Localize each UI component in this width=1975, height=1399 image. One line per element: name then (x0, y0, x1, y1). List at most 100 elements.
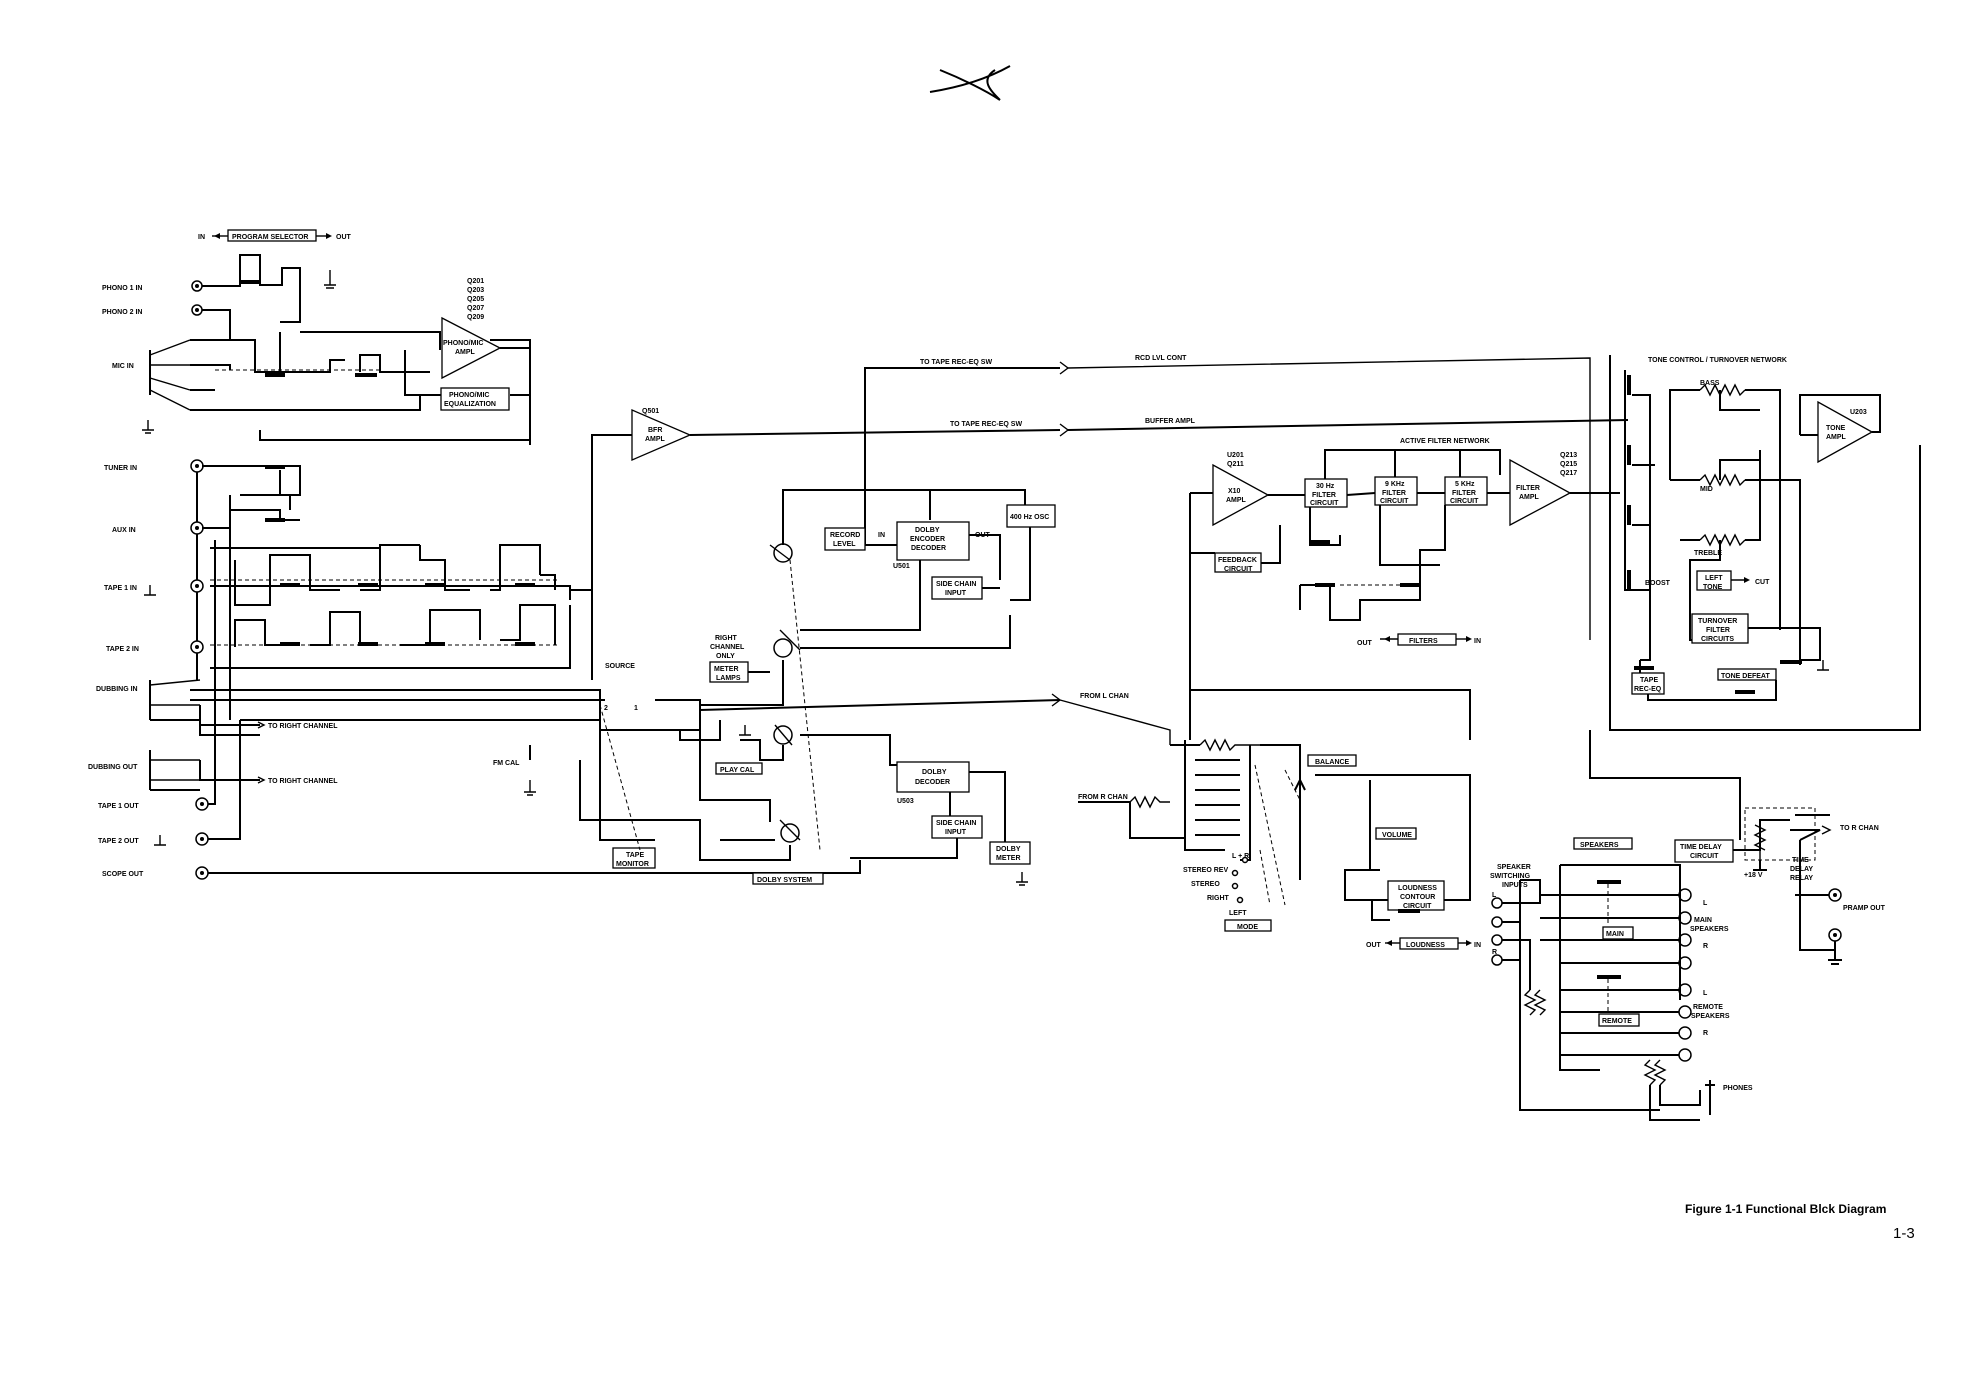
label-tone-left_tone-0: LEFT (1705, 575, 1723, 582)
label-speakers-speakers: SPEAKERS (1580, 842, 1619, 849)
label-tone-turnover-1: FILTER (1706, 627, 1730, 634)
label-filters-f9-0: 9 KHz (1385, 481, 1405, 488)
label-dolby-tape_monitor-1: MONITOR (616, 861, 649, 868)
label-dolby-right_only-1: CHANNEL (710, 644, 745, 651)
active-filter-network: U201 Q211 X10 AMPL FEEDBACK CIRCUIT ACTI… (1189, 438, 1620, 740)
label-mode-loudness_circuit-0: LOUDNESS (1398, 885, 1437, 892)
label-phono-transistors-0: Q201 (467, 278, 484, 285)
program-selector: IN PROGRAM SELECTOR OUT (198, 229, 352, 242)
tone-network: TONE CONTROL / TURNOVER NETWORK BASS MID… (1609, 355, 1921, 731)
label-buffer-id: Q501 (642, 408, 659, 415)
label-inputs-mic: MIC IN (112, 363, 134, 370)
speakers-section: SPEAKER SWITCHING INPUTS SPEAKERS MAIN R… (1490, 730, 1886, 1121)
label-program_selector-out: OUT (336, 234, 352, 241)
label-speakers-switching-1: SWITCHING (1490, 873, 1531, 880)
label-inputs-dubbing_out: DUBBING OUT (88, 764, 138, 771)
label-dolby-source_pos-1: 1 (634, 705, 638, 712)
label-filters-f9-2: CIRCUIT (1380, 498, 1409, 505)
label-inputs-tape2_out: TAPE 2 OUT (98, 838, 139, 845)
label-dolby-u503: U503 (897, 798, 914, 805)
label-mode-loudness_circuit-1: CONTOUR (1400, 894, 1435, 901)
selector-contacts (240, 280, 535, 646)
label-tone-ampl-0: TONE (1826, 425, 1846, 432)
label-speakers-main_speakers-1: SPEAKERS (1690, 926, 1729, 933)
label-dolby-meter-1: METER (996, 855, 1021, 862)
label-filters-f5-1: FILTER (1452, 490, 1476, 497)
label-phono-transistors-1: Q203 (467, 287, 484, 294)
label-dolby-source_pos-0: 2 (604, 705, 608, 712)
label-inputs-tape1_out: TAPE 1 OUT (98, 803, 139, 810)
label-tone-treble: TREBLE (1694, 550, 1722, 557)
label-dolby-in: IN (878, 532, 885, 539)
label-filters-fampl_ids-1: Q215 (1560, 461, 1577, 468)
label-dolby-osc: 400 Hz OSC (1010, 514, 1049, 521)
label-speakers-time_delay-1: CIRCUIT (1690, 853, 1719, 860)
label-tone-turnover-2: CIRCUITS (1701, 636, 1734, 643)
label-mode-out: OUT (1366, 942, 1382, 949)
label-dolby-side_chain_1-1: INPUT (945, 590, 967, 597)
label-speakers-switching-0: SPEAKER (1497, 864, 1531, 871)
label-mode-lr: L + R (1232, 853, 1249, 860)
label-speakers-main_speakers-0: MAIN (1694, 917, 1712, 924)
label-filters-f9-1: FILTER (1382, 490, 1406, 497)
label-speakers-remote_speakers-0: REMOTE (1693, 1004, 1723, 1011)
label-tone-defeat: TONE DEFEAT (1721, 673, 1770, 680)
label-speakers-phones: PHONES (1723, 1085, 1753, 1092)
label-program_selector-label: PROGRAM SELECTOR (232, 234, 309, 241)
label-buffer-label-0: BFR (648, 427, 662, 434)
label-filters-f5-0: 5 KHz (1455, 481, 1475, 488)
label-inputs-tuner: TUNER IN (104, 465, 137, 472)
label-dolby-record_level-1: LEVEL (833, 541, 856, 548)
label-phono-eq-1: EQUALIZATION (444, 401, 496, 408)
label-speakers-lr_marks-1: R (1703, 1030, 1708, 1037)
label-phono-amp-1: AMPL (455, 349, 476, 356)
label-mode-loudness: LOUDNESS (1406, 942, 1445, 949)
label-speakers-lr_marks-0: L (1492, 892, 1497, 899)
label-dolby-right_only-2: ONLY (716, 653, 735, 660)
ground-symbols (142, 270, 1829, 886)
label-filters-fampl-1: AMPL (1519, 494, 1540, 501)
label-speakers-relay-2: RELAY (1790, 875, 1813, 882)
label-filters-fampl-0: FILTER (1516, 485, 1540, 492)
label-dolby-side_chain_2-1: INPUT (945, 829, 967, 836)
figure-caption: Figure 1-1 Functional Blck Diagram (1685, 1202, 1886, 1216)
label-routing-to_right_1: TO RIGHT CHANNEL (268, 723, 338, 730)
label-speakers-main: MAIN (1606, 931, 1624, 938)
label-filters-filters_label: FILTERS (1409, 638, 1438, 645)
label-speakers-lr_marks-0: L (1703, 990, 1708, 997)
label-mode-right: RIGHT (1207, 895, 1230, 902)
label-dolby-source: SOURCE (605, 663, 635, 670)
label-phono-transistors-2: Q205 (467, 296, 484, 303)
label-speakers-to_r: TO R CHAN (1840, 825, 1879, 832)
label-dolby-tape_monitor-0: TAPE (626, 852, 644, 859)
label-dolby-right_only-0: RIGHT (715, 635, 738, 642)
label-speakers-lr_marks-1: R (1703, 943, 1708, 950)
input-jacks (190, 280, 209, 880)
label-speakers-lr_marks-1: R (1492, 949, 1497, 956)
label-filters-x10-0: X10 (1228, 488, 1241, 495)
label-dolby-decoder-1: DECODER (915, 779, 950, 786)
label-dolby-side_chain_1-0: SIDE CHAIN (936, 581, 976, 588)
label-routing-to_right_2: TO RIGHT CHANNEL (268, 778, 338, 785)
label-speakers-remote: REMOTE (1602, 1018, 1632, 1025)
label-mode-balance: BALANCE (1315, 759, 1350, 766)
label-tone-tape_receq-1: REC-EQ (1634, 686, 1662, 693)
label-routing-buffer_ampl: BUFFER AMPL (1145, 418, 1196, 425)
label-mode-stereo: STEREO (1191, 881, 1220, 888)
label-speakers-time_delay-0: TIME DELAY (1680, 844, 1722, 851)
label-filters-f30-0: 30 Hz (1316, 483, 1335, 490)
label-buffer-label-1: AMPL (645, 436, 666, 443)
label-dolby-system: DOLBY SYSTEM (757, 877, 812, 884)
label-filters-in: IN (1474, 638, 1481, 645)
label-routing-rcd_lvl: RCD LVL CONT (1135, 355, 1187, 362)
label-tone-cut: CUT (1755, 579, 1770, 586)
label-tone-boost: BOOST (1645, 580, 1671, 587)
label-dolby-encoder-2: DECODER (911, 545, 946, 552)
buffer-amp: Q501 BFR AMPL (570, 408, 1061, 680)
label-dolby-play_cal: PLAY CAL (720, 767, 755, 774)
label-filters-u201-0: U201 (1227, 452, 1244, 459)
label-filters-fampl_ids-0: Q213 (1560, 452, 1577, 459)
label-mode-left: LEFT (1229, 910, 1247, 917)
